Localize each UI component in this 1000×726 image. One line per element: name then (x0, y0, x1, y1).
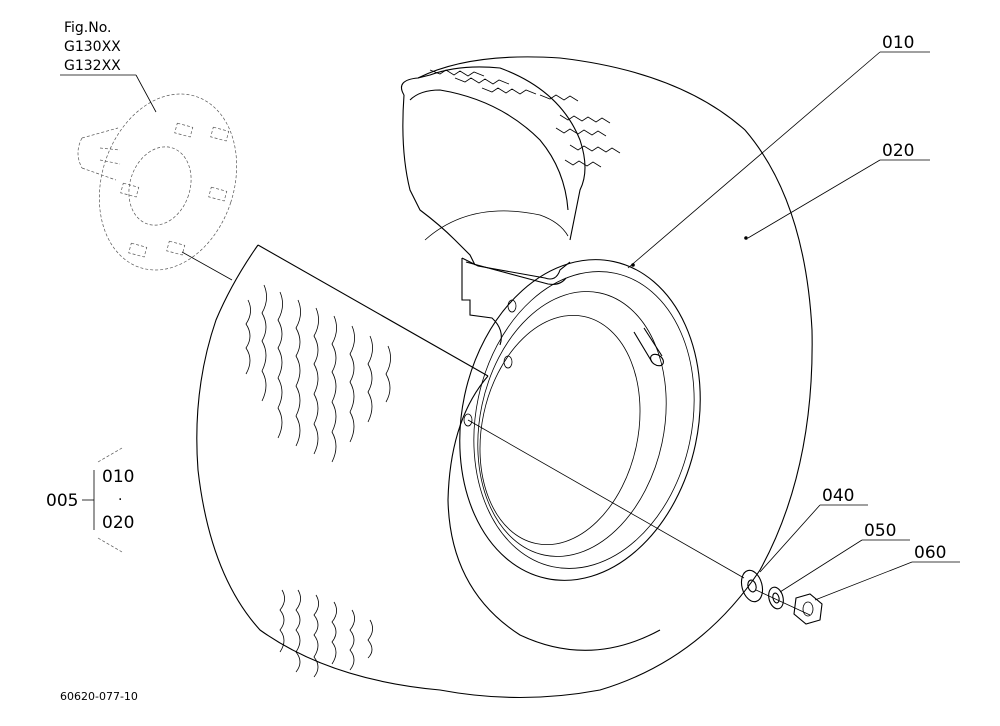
rim-bolt-hole (507, 299, 517, 313)
tread-pattern-bottom (279, 589, 373, 678)
drawing-number: 60620-077-10 (60, 690, 138, 703)
wheel-hub (60, 74, 238, 281)
part-label-020: 020 (882, 141, 914, 161)
flat-washer-icon (740, 569, 764, 603)
hex-nut-icon (793, 593, 823, 625)
tire (196, 56, 813, 699)
fig-code-1: G130XX (64, 39, 121, 55)
assembly-sub-010: 010 (102, 467, 134, 487)
assembly-bracket (82, 447, 123, 553)
part-label-010: 010 (882, 33, 914, 53)
leader-lines (627, 51, 960, 601)
lock-washer-icon (768, 586, 784, 610)
tread-pattern-top (429, 69, 621, 168)
leader-dot-010 (631, 263, 635, 267)
hardware (467, 419, 823, 625)
leader-dot-020 (744, 236, 748, 240)
part-label-050: 050 (864, 521, 896, 541)
part-label-040: 040 (822, 486, 854, 506)
assembly-dot: · (118, 492, 122, 508)
rim-bolt-hole (463, 413, 473, 427)
wheel-rim (459, 259, 701, 581)
part-label-060: 060 (914, 543, 946, 563)
rim-bolt-hole (503, 355, 513, 369)
fig-header: Fig.No. G130XX G132XX (64, 20, 121, 74)
fig-code-2: G132XX (64, 58, 121, 74)
valve-stem-icon (633, 327, 664, 367)
assembly-sub-020: 020 (102, 513, 134, 533)
assembly-label-005: 005 (46, 491, 78, 511)
fig-no-label: Fig.No. (64, 20, 112, 36)
tread-pattern-left (245, 284, 391, 463)
hub-studs (120, 122, 230, 258)
